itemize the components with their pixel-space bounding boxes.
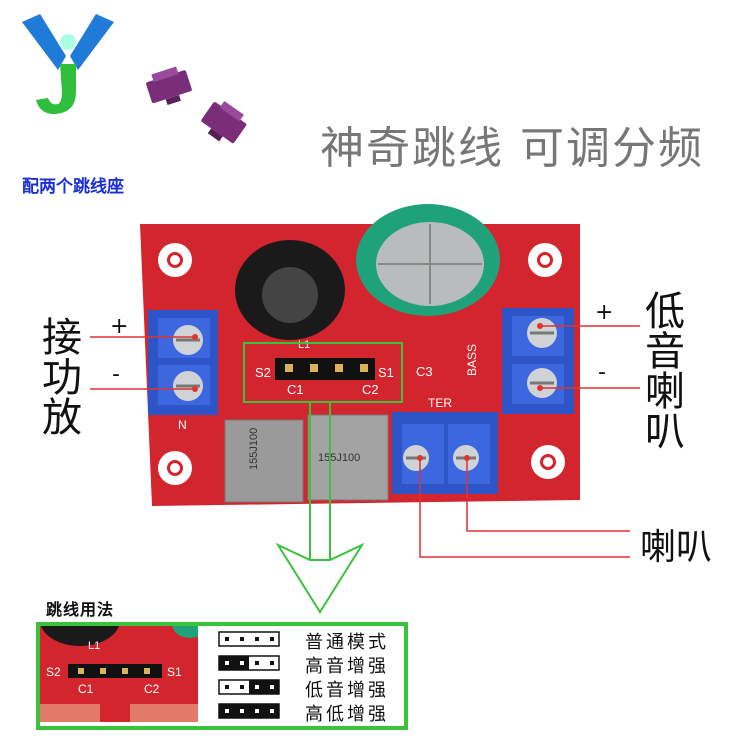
bass-minus-sign: - bbox=[598, 360, 606, 385]
input-minus-sign: - bbox=[112, 362, 120, 387]
input-plus-sign: + bbox=[110, 314, 129, 339]
amp-input-label-1: 接 bbox=[42, 315, 82, 361]
header-pin bbox=[270, 661, 274, 665]
usage-silk-c1: C1 bbox=[78, 682, 94, 696]
header-pin bbox=[270, 709, 274, 713]
jumper-cap bbox=[249, 680, 279, 694]
header-pin bbox=[225, 685, 229, 689]
header-pin bbox=[255, 709, 259, 713]
header-pin bbox=[255, 685, 259, 689]
usage-silk-c2: C2 bbox=[144, 682, 160, 696]
amp-input-label-3: 放 bbox=[42, 395, 82, 441]
tweeter-label: 喇叭 bbox=[640, 527, 713, 568]
silk-ter: TER bbox=[428, 396, 452, 410]
jumper-state-diagram bbox=[218, 631, 280, 647]
electrolytic-capacitor bbox=[356, 204, 500, 316]
usage-silk-s2: S2 bbox=[46, 665, 61, 679]
usage-board-closeup bbox=[40, 626, 198, 722]
film-capacitor bbox=[224, 419, 304, 503]
woofer-label-1: 低 bbox=[645, 289, 685, 335]
silk-c3: C3 bbox=[416, 364, 433, 379]
header-pin bbox=[255, 637, 259, 641]
capacitor-label: 155J100 bbox=[318, 452, 361, 464]
jumper-state-diagram bbox=[218, 703, 280, 719]
header-pin bbox=[270, 685, 274, 689]
header-pin bbox=[240, 709, 244, 713]
mode-treble-bass-boost: 高低增强 bbox=[305, 704, 389, 725]
usage-silk-l1: L1 bbox=[88, 640, 101, 652]
header-pin bbox=[225, 661, 229, 665]
header-pin bbox=[240, 637, 244, 641]
usage-title: 跳线用法 bbox=[46, 600, 115, 619]
usage-silk-s1: S1 bbox=[167, 665, 182, 679]
film-capacitor bbox=[307, 414, 389, 501]
silk-s1: S1 bbox=[378, 365, 394, 380]
tweeter-terminal-block bbox=[392, 412, 498, 494]
header-pin bbox=[270, 637, 274, 641]
mounting-hole bbox=[158, 451, 192, 485]
header-pin bbox=[255, 661, 259, 665]
jumper-cap bbox=[249, 704, 279, 718]
header-pin bbox=[225, 709, 229, 713]
jumper-header bbox=[275, 358, 375, 380]
jumper-state-diagram bbox=[218, 655, 280, 671]
mounting-hole bbox=[528, 243, 562, 277]
header-pin bbox=[240, 661, 244, 665]
headline: 神奇跳线 可调分频 bbox=[320, 123, 704, 174]
subtitle: 配两个跳线座 bbox=[22, 177, 124, 197]
amp-input-label-2: 功 bbox=[42, 355, 82, 401]
woofer-label-3: 喇 bbox=[645, 369, 685, 415]
input-terminal-block bbox=[148, 310, 218, 415]
mode-treble-boost: 高音增强 bbox=[305, 656, 389, 677]
mounting-hole bbox=[531, 445, 565, 479]
bass-plus-sign: + bbox=[595, 300, 614, 325]
mounting-hole bbox=[158, 243, 192, 277]
silk-c2: C2 bbox=[362, 382, 379, 397]
silk-c1: C1 bbox=[287, 382, 304, 397]
woofer-label-2: 音 bbox=[645, 329, 685, 375]
silk-s2: S2 bbox=[255, 365, 271, 380]
brand-logo bbox=[22, 14, 114, 115]
jumper-state-diagram bbox=[218, 679, 280, 695]
mode-normal: 普通模式 bbox=[305, 632, 389, 653]
jumper-cap bbox=[219, 656, 249, 670]
jumper-cap bbox=[219, 704, 249, 718]
crossover-board bbox=[140, 204, 580, 506]
woofer-label-4: 叭 bbox=[645, 409, 685, 455]
mode-bass-boost: 低音增强 bbox=[305, 680, 389, 701]
header-pin bbox=[225, 637, 229, 641]
silk-in: N bbox=[178, 418, 187, 432]
header-pin bbox=[240, 685, 244, 689]
jumper-cap-icon bbox=[146, 66, 247, 144]
inductor bbox=[235, 240, 345, 340]
jumper-mode-diagrams bbox=[218, 631, 280, 719]
